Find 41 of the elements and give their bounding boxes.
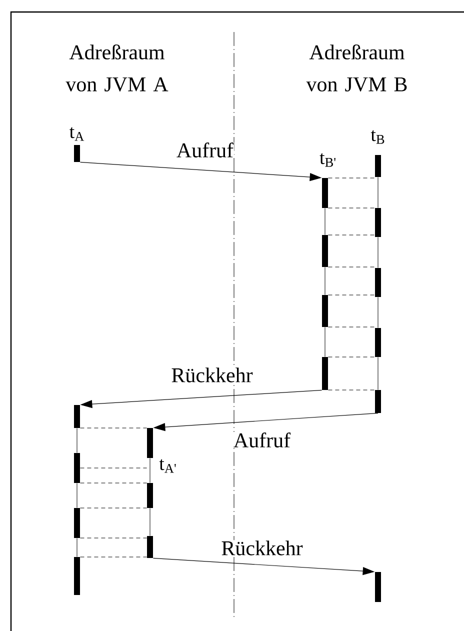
dashed-line (328, 234, 376, 236)
activation-bar (147, 428, 153, 458)
activation-bar (147, 483, 153, 508)
dashed-line (328, 266, 376, 268)
activation-bar (375, 208, 381, 237)
thread-label: t$_{B}$ (370, 130, 384, 144)
activation-bar (322, 295, 328, 327)
activation-bar (375, 328, 381, 357)
thread-label: t$_{A}$ (70, 127, 84, 141)
activation-bar (147, 536, 153, 558)
lifeline (324, 326, 326, 358)
dashed-line (80, 556, 148, 558)
lifeline (76, 482, 78, 508)
lifeline (324, 266, 326, 296)
thread-label: t$_{A'}$ (159, 459, 176, 473)
activation-bar (375, 268, 381, 297)
thread-label: t$_{B'}$ (320, 153, 336, 167)
dashed-line (80, 482, 148, 484)
activation-bar (322, 357, 328, 390)
region-heading: Adreßraum von JVM A (66, 44, 168, 92)
lifeline (76, 538, 78, 558)
activation-bar (375, 572, 381, 602)
lifeline (324, 208, 326, 236)
activation-bar (74, 453, 80, 483)
edge-label: Aufruf (176, 142, 234, 158)
activation-bar (375, 390, 381, 413)
activation-bar (74, 405, 80, 428)
edge-label: Rückkehr (220, 540, 304, 556)
dashed-line (328, 356, 376, 358)
activation-bar (74, 145, 80, 162)
activation-bar (375, 155, 381, 177)
edge-label: Aufruf (232, 432, 292, 448)
dashed-line (328, 326, 376, 328)
activation-bar (322, 178, 328, 208)
activation-bar (322, 235, 328, 267)
dashed-line (328, 294, 376, 296)
region-heading: Adreßraum von JVM B (306, 44, 407, 92)
activation-bar (74, 557, 80, 595)
lifeline (76, 428, 78, 454)
activation-bar (74, 508, 80, 538)
edge-label: Rückkehr (170, 367, 254, 383)
